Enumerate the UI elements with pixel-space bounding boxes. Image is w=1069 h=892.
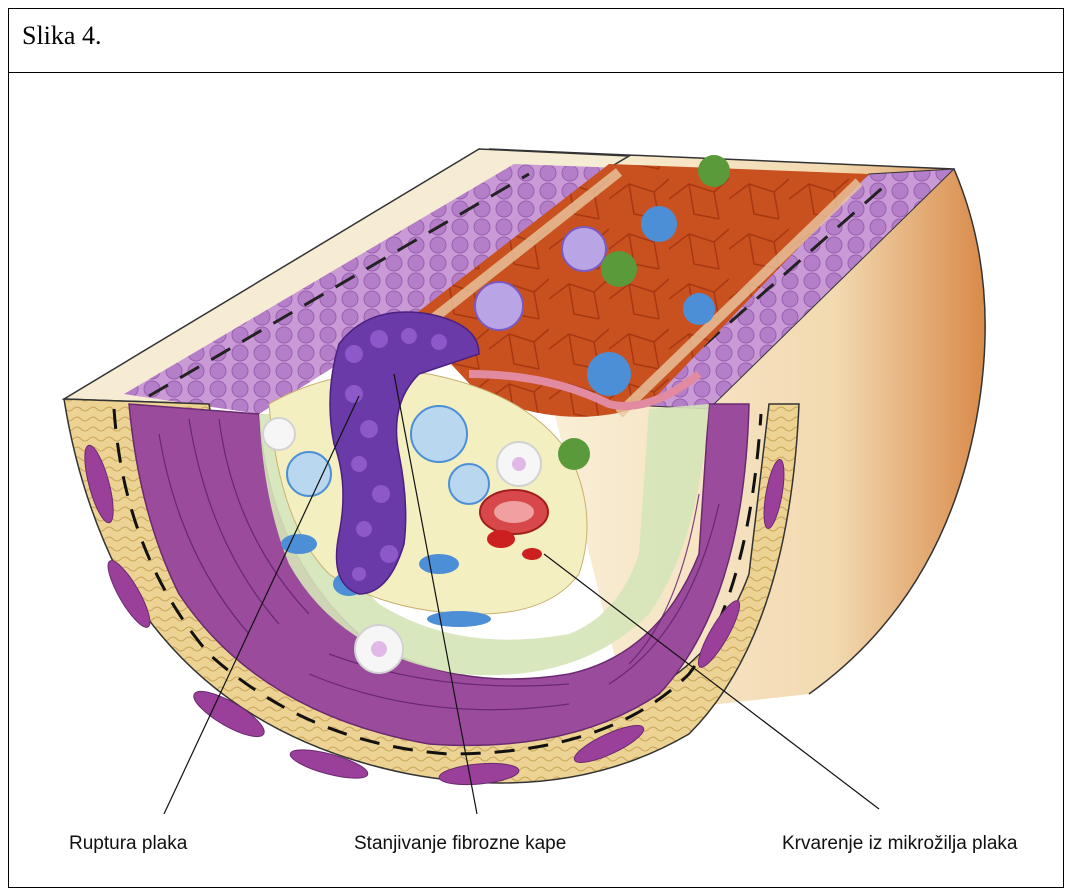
artery-cross-section-svg: Ruptura plaka Stanjivanje fibrozne kape …	[9, 74, 1062, 886]
label-rupture: Ruptura plaka	[69, 833, 188, 854]
artery-illustration: Ruptura plaka Stanjivanje fibrozne kape …	[9, 74, 1062, 886]
caption-row: Slika 4.	[9, 9, 1063, 73]
figure-frame: Slika 4.	[8, 8, 1064, 888]
label-bleeding: Krvarenje iz mikrožilja plaka	[782, 833, 1018, 854]
figure-caption: Slika 4.	[22, 21, 101, 51]
label-thinning: Stanjivanje fibrozne kape	[354, 833, 566, 854]
